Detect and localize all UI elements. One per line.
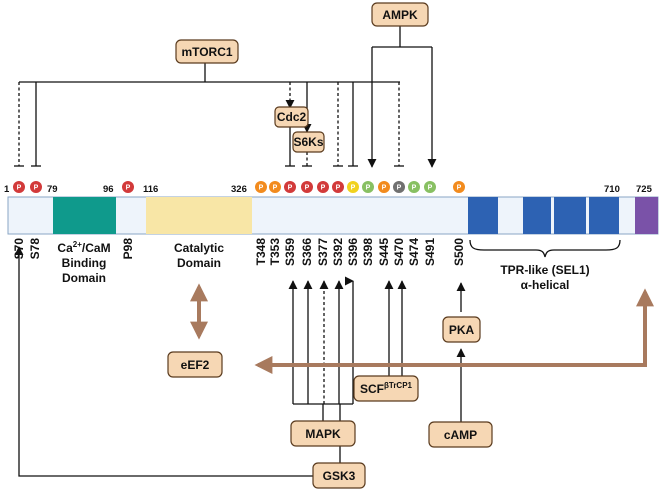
node-scf: SCFβTrCP1 bbox=[353, 375, 419, 402]
tpr-repeat-4 bbox=[589, 197, 619, 234]
svg-text:P: P bbox=[457, 185, 462, 192]
node-eef2: eEF2 bbox=[167, 351, 223, 378]
svg-text:α-helical: α-helical bbox=[521, 278, 570, 292]
node-s6ks: S6Ks bbox=[292, 131, 325, 153]
svg-text:GSK3: GSK3 bbox=[323, 469, 356, 483]
site-label-s500: S500 bbox=[452, 238, 466, 266]
svg-text:P: P bbox=[305, 185, 310, 192]
c-terminal-domain bbox=[635, 197, 658, 234]
svg-text:P: P bbox=[351, 185, 356, 192]
svg-text:P: P bbox=[428, 185, 433, 192]
node-mtorc1: mTORC1 bbox=[175, 39, 239, 64]
svg-text:TPR-like (SEL1): TPR-like (SEL1) bbox=[500, 263, 589, 277]
node-ampk: AMPK bbox=[371, 2, 429, 27]
phospho-circle-s78: P bbox=[30, 181, 42, 193]
node-mapk: MAPK bbox=[290, 420, 356, 447]
node-gsk3: GSK3 bbox=[312, 462, 366, 489]
eef2-cterminal-arrow bbox=[254, 288, 654, 374]
svg-text:P: P bbox=[126, 185, 131, 192]
phospho-sites: P P P P P P P P P P P P P P P P bbox=[13, 181, 465, 193]
svg-text:P: P bbox=[321, 185, 326, 192]
protein-bar bbox=[7, 196, 659, 235]
eef2-connectors bbox=[190, 283, 654, 374]
svg-text:P: P bbox=[366, 185, 371, 192]
site-label-s491: S491 bbox=[423, 238, 437, 266]
svg-text:SCFβTrCP1: SCFβTrCP1 bbox=[360, 381, 413, 396]
phospho-circle-s392: P bbox=[332, 181, 344, 193]
catalytic-domain bbox=[146, 197, 252, 234]
svg-text:P: P bbox=[397, 185, 402, 192]
cam-domain-label: Ca2+/CaM Binding Domain bbox=[57, 240, 110, 285]
svg-text:PKA: PKA bbox=[449, 323, 475, 337]
position-label-710: 710 bbox=[604, 184, 620, 195]
svg-text:Domain: Domain bbox=[177, 256, 221, 270]
tpr-repeat-2 bbox=[523, 197, 551, 234]
svg-text:S6Ks: S6Ks bbox=[293, 135, 323, 149]
phospho-circle-s470: P bbox=[393, 181, 405, 193]
site-label-s398: S398 bbox=[361, 238, 375, 266]
tpr-domain-label: TPR-like (SEL1) α-helical bbox=[500, 263, 589, 292]
phospho-circle-s500: P bbox=[453, 181, 465, 193]
site-label-s366: S366 bbox=[300, 238, 314, 266]
phospho-circle-s377: P bbox=[317, 181, 329, 193]
site-label-p98: P98 bbox=[121, 238, 135, 260]
cam-binding-domain bbox=[53, 197, 116, 234]
phospho-circle-s491: P bbox=[424, 181, 436, 193]
svg-text:Catalytic: Catalytic bbox=[174, 241, 224, 255]
position-label-725: 725 bbox=[636, 184, 653, 195]
svg-text:P: P bbox=[259, 185, 264, 192]
phospho-circle-s70: P bbox=[13, 181, 25, 193]
svg-text:Cdc2: Cdc2 bbox=[277, 110, 307, 124]
phospho-circle-s366: P bbox=[301, 181, 313, 193]
phospho-circle-s398: P bbox=[362, 181, 374, 193]
site-label-s377: S377 bbox=[316, 238, 330, 266]
node-pka: PKA bbox=[442, 316, 481, 343]
site-label-s445: S445 bbox=[377, 238, 391, 266]
tpr-repeat-3 bbox=[554, 197, 586, 234]
node-cdc2: Cdc2 bbox=[274, 106, 309, 128]
svg-text:P: P bbox=[336, 185, 341, 192]
svg-text:P: P bbox=[382, 185, 387, 192]
svg-text:cAMP: cAMP bbox=[444, 428, 477, 442]
phospho-circle-s359: P bbox=[284, 181, 296, 193]
svg-text:P: P bbox=[273, 185, 278, 192]
position-label-96: 96 bbox=[103, 184, 114, 195]
svg-text:eEF2: eEF2 bbox=[181, 358, 210, 372]
site-label-s392: S392 bbox=[331, 238, 345, 266]
svg-text:Domain: Domain bbox=[62, 271, 106, 285]
position-label-326: 326 bbox=[231, 184, 247, 195]
catalytic-domain-label: Catalytic Domain bbox=[174, 241, 224, 270]
phospho-circle-s396: P bbox=[347, 181, 359, 193]
tpr-repeat-1 bbox=[468, 197, 498, 234]
site-label-s470: S470 bbox=[392, 238, 406, 266]
site-label-s78: S78 bbox=[28, 238, 42, 260]
svg-text:Binding: Binding bbox=[62, 256, 107, 270]
svg-text:mTORC1: mTORC1 bbox=[181, 45, 232, 59]
site-label-s359: S359 bbox=[283, 238, 297, 266]
site-label-s396: S396 bbox=[346, 238, 360, 266]
position-label-79: 79 bbox=[47, 184, 58, 195]
svg-text:Ca2+/CaM: Ca2+/CaM bbox=[57, 240, 110, 255]
phospho-circle-p98: P bbox=[122, 181, 134, 193]
position-label-1: 1 bbox=[4, 184, 10, 195]
phospho-circle-s445: P bbox=[378, 181, 390, 193]
tpr-bracket bbox=[469, 239, 621, 258]
site-label-s474: S474 bbox=[407, 238, 421, 266]
position-label-116: 116 bbox=[143, 184, 158, 195]
svg-text:P: P bbox=[288, 185, 293, 192]
svg-text:AMPK: AMPK bbox=[382, 8, 418, 22]
svg-text:P: P bbox=[34, 185, 39, 192]
svg-text:P: P bbox=[412, 185, 417, 192]
phospho-circle-t348: P bbox=[255, 181, 267, 193]
site-label-t353: T353 bbox=[268, 238, 282, 266]
phospho-circle-t353: P bbox=[269, 181, 281, 193]
svg-text:P: P bbox=[17, 185, 22, 192]
upper-connectors bbox=[14, 26, 437, 168]
node-camp: cAMP bbox=[428, 421, 493, 448]
phospho-circle-s474: P bbox=[408, 181, 420, 193]
site-label-t348: T348 bbox=[254, 238, 268, 266]
svg-text:MAPK: MAPK bbox=[305, 427, 341, 441]
